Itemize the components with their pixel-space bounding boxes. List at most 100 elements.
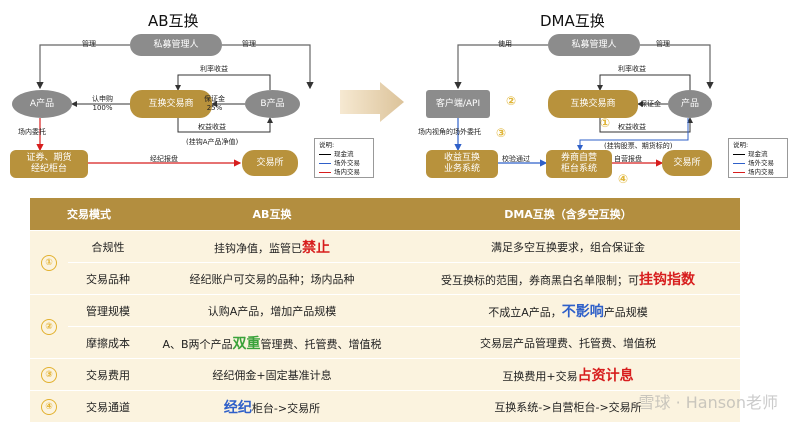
ab-label-manage-right: 管理 — [242, 40, 256, 48]
cell-ab: 经纪佣金+固定基准计息 — [148, 358, 396, 391]
dma-label-self-order: 自营报盘 — [614, 155, 642, 163]
dma-label-rights: 权益收益 — [618, 123, 646, 131]
dma-legend-line-otc — [733, 163, 745, 164]
dma-marker-1: ① — [600, 116, 611, 130]
dma-legend-label-otc: 场外交易 — [748, 159, 774, 167]
dma-label-verify: 校验通过 — [502, 155, 530, 163]
cell-dma-part: 不影响 — [561, 303, 604, 320]
row-item: 管理规模 — [68, 294, 148, 327]
dma-legend-line-cash — [733, 154, 745, 155]
dma-legend-row-onx: 场内交易 — [733, 168, 783, 177]
dma-label-margin: 保证金 — [640, 100, 661, 108]
dma-label-rights-sub: (挂钩股票、期货标的) — [604, 142, 673, 150]
dma-label-use: 使用 — [498, 40, 512, 48]
cell-dma-part: 产品规模 — [603, 305, 648, 319]
table-header-row: 交易模式 AB互换 DMA互换（含多空互换） — [30, 198, 740, 231]
cell-dma-part: 互换费用+交易 — [502, 369, 578, 383]
ab-legend-row-cash: 现金流 — [319, 150, 369, 159]
cell-ab-part: 经纪佣金+固定基准计息 — [212, 368, 332, 382]
row-item: 摩擦成本 — [68, 326, 148, 359]
row-marker: ① — [30, 230, 68, 295]
cell-dma-part: 挂钩指数 — [639, 271, 695, 288]
cell-ab: 经纪账户可交易的品种；场内品种 — [148, 262, 396, 295]
row-item: 交易通道 — [68, 390, 148, 422]
cell-dma-part: 交易层产品管理费、托管费、增值税 — [480, 336, 656, 350]
dma-arrows — [454, 44, 714, 167]
ab-market-node: 交易所 — [242, 150, 298, 176]
row-marker: ④ — [30, 390, 68, 422]
ab-b-product-node: B产品 — [245, 90, 300, 118]
row-marker: ② — [30, 294, 68, 359]
header-dma: DMA互换（含多空互换） — [396, 198, 740, 231]
dma-legend-label-cash: 现金流 — [748, 150, 768, 158]
ab-arrows — [36, 44, 314, 167]
ab-label-broker-order: 经纪报盘 — [150, 155, 178, 163]
ab-label-rights: 权益收益 — [198, 123, 226, 131]
ab-legend-title: 说明: — [319, 141, 335, 149]
dma-label-view-order: 场内视角的场外委托 — [418, 128, 481, 136]
circled-number-icon: ③ — [41, 366, 57, 383]
dma-swap-system-node: 收益互换 业务系统 — [426, 150, 498, 178]
dma-manager-node: 私募管理人 — [548, 34, 640, 56]
dma-label-manage: 管理 — [656, 40, 670, 48]
cell-ab-part: A、B两个产品 — [162, 337, 233, 351]
transition-arrow-icon — [340, 82, 404, 122]
ab-label-rate: 利率收益 — [200, 65, 228, 73]
circled-number-icon: ④ — [41, 398, 57, 415]
cell-dma-part: 满足多空互换要求，组合保证金 — [491, 240, 645, 254]
cell-dma: 满足多空互换要求，组合保证金 — [396, 230, 740, 263]
circled-number-icon: ② — [41, 318, 57, 335]
cell-dma: 互换系统->自营柜台->交易所 — [396, 390, 740, 422]
cell-dma-part: 不成立A产品， — [488, 305, 562, 319]
dma-product-node: 产品 — [668, 90, 712, 118]
cell-dma: 互换费用+交易占资计息 — [396, 358, 740, 391]
cell-ab-part: 经纪 — [223, 399, 252, 416]
dma-marker-3: ③ — [496, 126, 507, 140]
ab-title: AB互换 — [148, 12, 199, 30]
ab-exchange-node: 互换交易商 — [130, 90, 212, 118]
ab-legend: 说明: 现金流 场外交易 场内交易 — [314, 138, 374, 178]
row-item: 交易费用 — [68, 358, 148, 391]
dma-client-api-node: 客户端/API — [426, 90, 490, 118]
ab-a-product-node: A产品 — [12, 90, 72, 118]
ab-broker-node: 证券、期货 经纪柜台 — [10, 150, 88, 178]
dma-market-node: 交易所 — [662, 150, 712, 176]
dma-legend: 说明: 现金流 场外交易 场内交易 — [728, 138, 788, 178]
cell-dma-part: 受互换标的范围，券商黑白名单限制；可 — [441, 273, 639, 287]
cell-ab-part: 管理费、托管费、增值税 — [260, 337, 382, 351]
cell-ab-part: 挂钩净值，监管已 — [214, 241, 302, 255]
cell-ab: 经纪柜台->交易所 — [148, 390, 396, 422]
ab-label-otc-order: 场内委托 — [18, 128, 46, 136]
dma-legend-row-otc: 场外交易 — [733, 159, 783, 168]
ab-legend-line-otc — [319, 163, 331, 164]
ab-label-subscribe: 认申购 100% — [92, 95, 113, 112]
cell-ab: A、B两个产品双重管理费、托管费、增值税 — [148, 326, 396, 359]
dma-marker-4: ④ — [618, 172, 629, 186]
ab-legend-label-onx: 场内交易 — [334, 168, 360, 176]
ab-label-margin: 保证金 25% — [204, 95, 225, 112]
cell-dma-part: 占资计息 — [577, 367, 634, 384]
cell-ab-part: 柜台->交易所 — [251, 401, 321, 415]
cell-ab: 认购A产品，增加产品规模 — [148, 294, 396, 327]
dma-label-rate: 利率收益 — [618, 65, 646, 73]
row-item: 交易品种 — [68, 262, 148, 295]
header-mode: 交易模式 — [30, 198, 148, 231]
ab-legend-row-onx: 场内交易 — [319, 168, 369, 177]
dma-marker-2: ② — [506, 94, 517, 108]
cell-ab-part: 经纪账户可交易的品种；场内品种 — [189, 272, 355, 286]
cell-dma-part: 互换系统->自营柜台->交易所 — [494, 400, 642, 414]
ab-legend-row-otc: 场外交易 — [319, 159, 369, 168]
ab-label-rights-sub: (挂钩A产品净值) — [186, 138, 239, 146]
row-item: 合规性 — [68, 230, 148, 263]
cell-dma: 受互换标的范围，券商黑白名单限制；可挂钩指数 — [396, 262, 740, 295]
cell-dma: 交易层产品管理费、托管费、增值税 — [396, 326, 740, 359]
dma-self-counter-node: 券商自营 柜台系统 — [546, 150, 612, 178]
cell-ab-part: 双重 — [232, 335, 261, 352]
cell-ab: 挂钩净值，监管已禁止 — [148, 230, 396, 263]
ab-manager-node: 私募管理人 — [130, 34, 222, 56]
dma-legend-label-onx: 场内交易 — [748, 168, 774, 176]
row-marker: ③ — [30, 358, 68, 391]
